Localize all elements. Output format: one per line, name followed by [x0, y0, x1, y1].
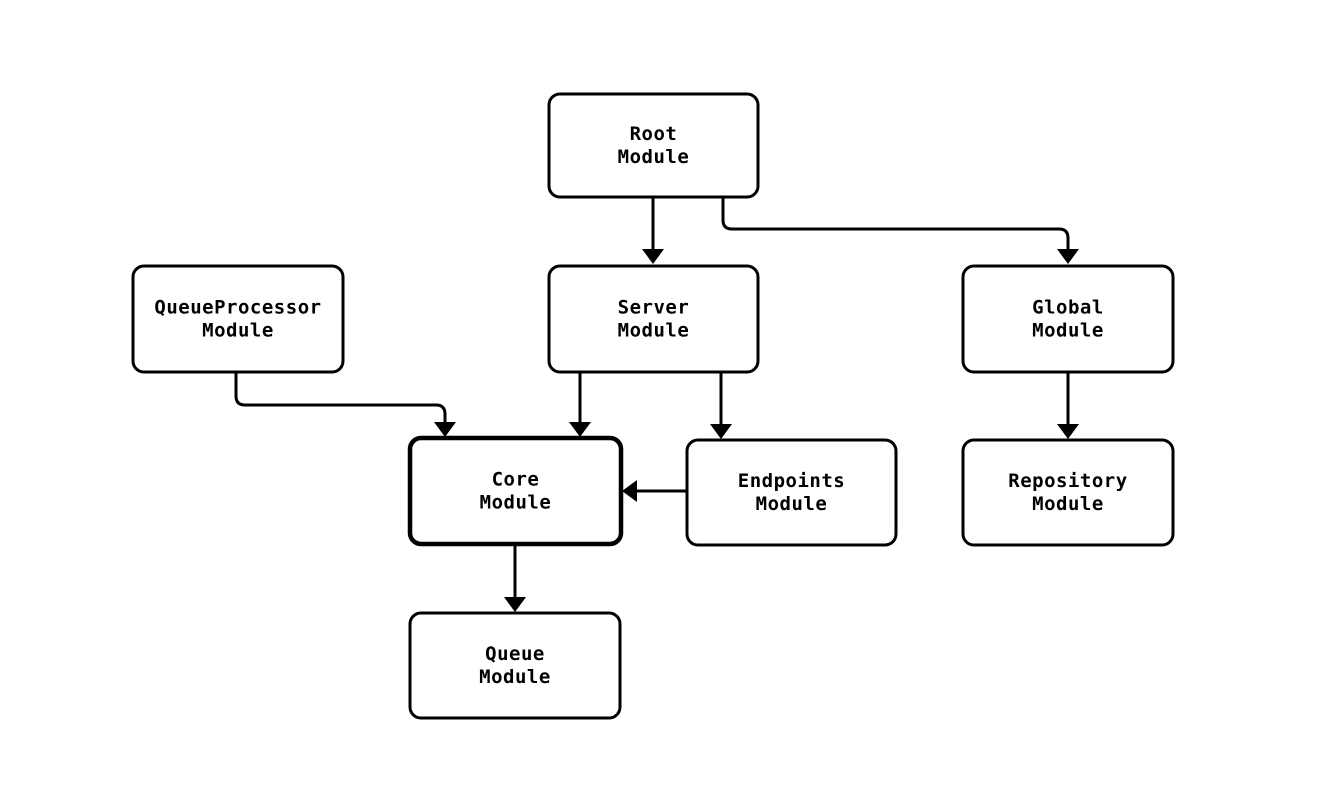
- arrowhead-down-icon: [710, 424, 732, 439]
- node-label-line2: Module: [1032, 320, 1104, 342]
- edge-endpoints-to-core: [622, 480, 687, 502]
- node-label-line2: Module: [1032, 493, 1104, 515]
- arrowhead-down-icon: [504, 597, 526, 612]
- node-box[interactable]: [547, 92, 760, 199]
- node-label-line1: Global: [1032, 297, 1104, 319]
- arrowhead-down-icon: [1057, 249, 1079, 264]
- node-label-line1: Root: [630, 123, 678, 145]
- node-box[interactable]: [961, 264, 1175, 374]
- node-label-line2: Module: [618, 146, 690, 168]
- node-label-line1: Server: [618, 297, 690, 319]
- node-label-line2: Module: [618, 320, 690, 342]
- arrowhead-down-icon: [642, 249, 664, 264]
- edge-root-to-server: [642, 197, 664, 264]
- node-box[interactable]: [547, 264, 760, 374]
- edge-core-to-queue: [504, 544, 526, 612]
- edge-line: [721, 197, 1070, 250]
- node-label-line2: Module: [202, 320, 274, 342]
- node-label-line1: QueueProcessor: [154, 297, 321, 319]
- node-label-line2: Module: [480, 492, 552, 514]
- node-label-line2: Module: [756, 493, 828, 515]
- nodes-layer: RootModuleQueueProcessorModuleServerModu…: [131, 92, 1175, 720]
- edge-server-to-endpoints: [710, 372, 732, 439]
- edge-line: [234, 372, 447, 423]
- node-box[interactable]: [131, 264, 345, 374]
- node-label-line2: Module: [479, 666, 551, 688]
- arrowhead-left-icon: [622, 480, 637, 502]
- node-box[interactable]: [407, 435, 624, 547]
- arrowhead-down-icon: [434, 422, 456, 437]
- edge-queueprocessor-to-core: [234, 372, 456, 437]
- node-box[interactable]: [685, 438, 898, 547]
- edges-layer: [234, 197, 1079, 612]
- arrowhead-down-icon: [569, 422, 591, 437]
- node-box[interactable]: [961, 438, 1175, 547]
- node-label-line1: Core: [492, 469, 540, 491]
- edge-server-to-core: [569, 372, 591, 437]
- node-label-line1: Repository: [1008, 470, 1127, 492]
- node-label-line1: Endpoints: [738, 470, 845, 492]
- edge-global-to-repository: [1057, 372, 1079, 439]
- arrowhead-down-icon: [1057, 424, 1079, 439]
- node-box[interactable]: [408, 611, 622, 720]
- edge-root-to-global: [721, 197, 1079, 264]
- node-label-line1: Queue: [485, 643, 545, 665]
